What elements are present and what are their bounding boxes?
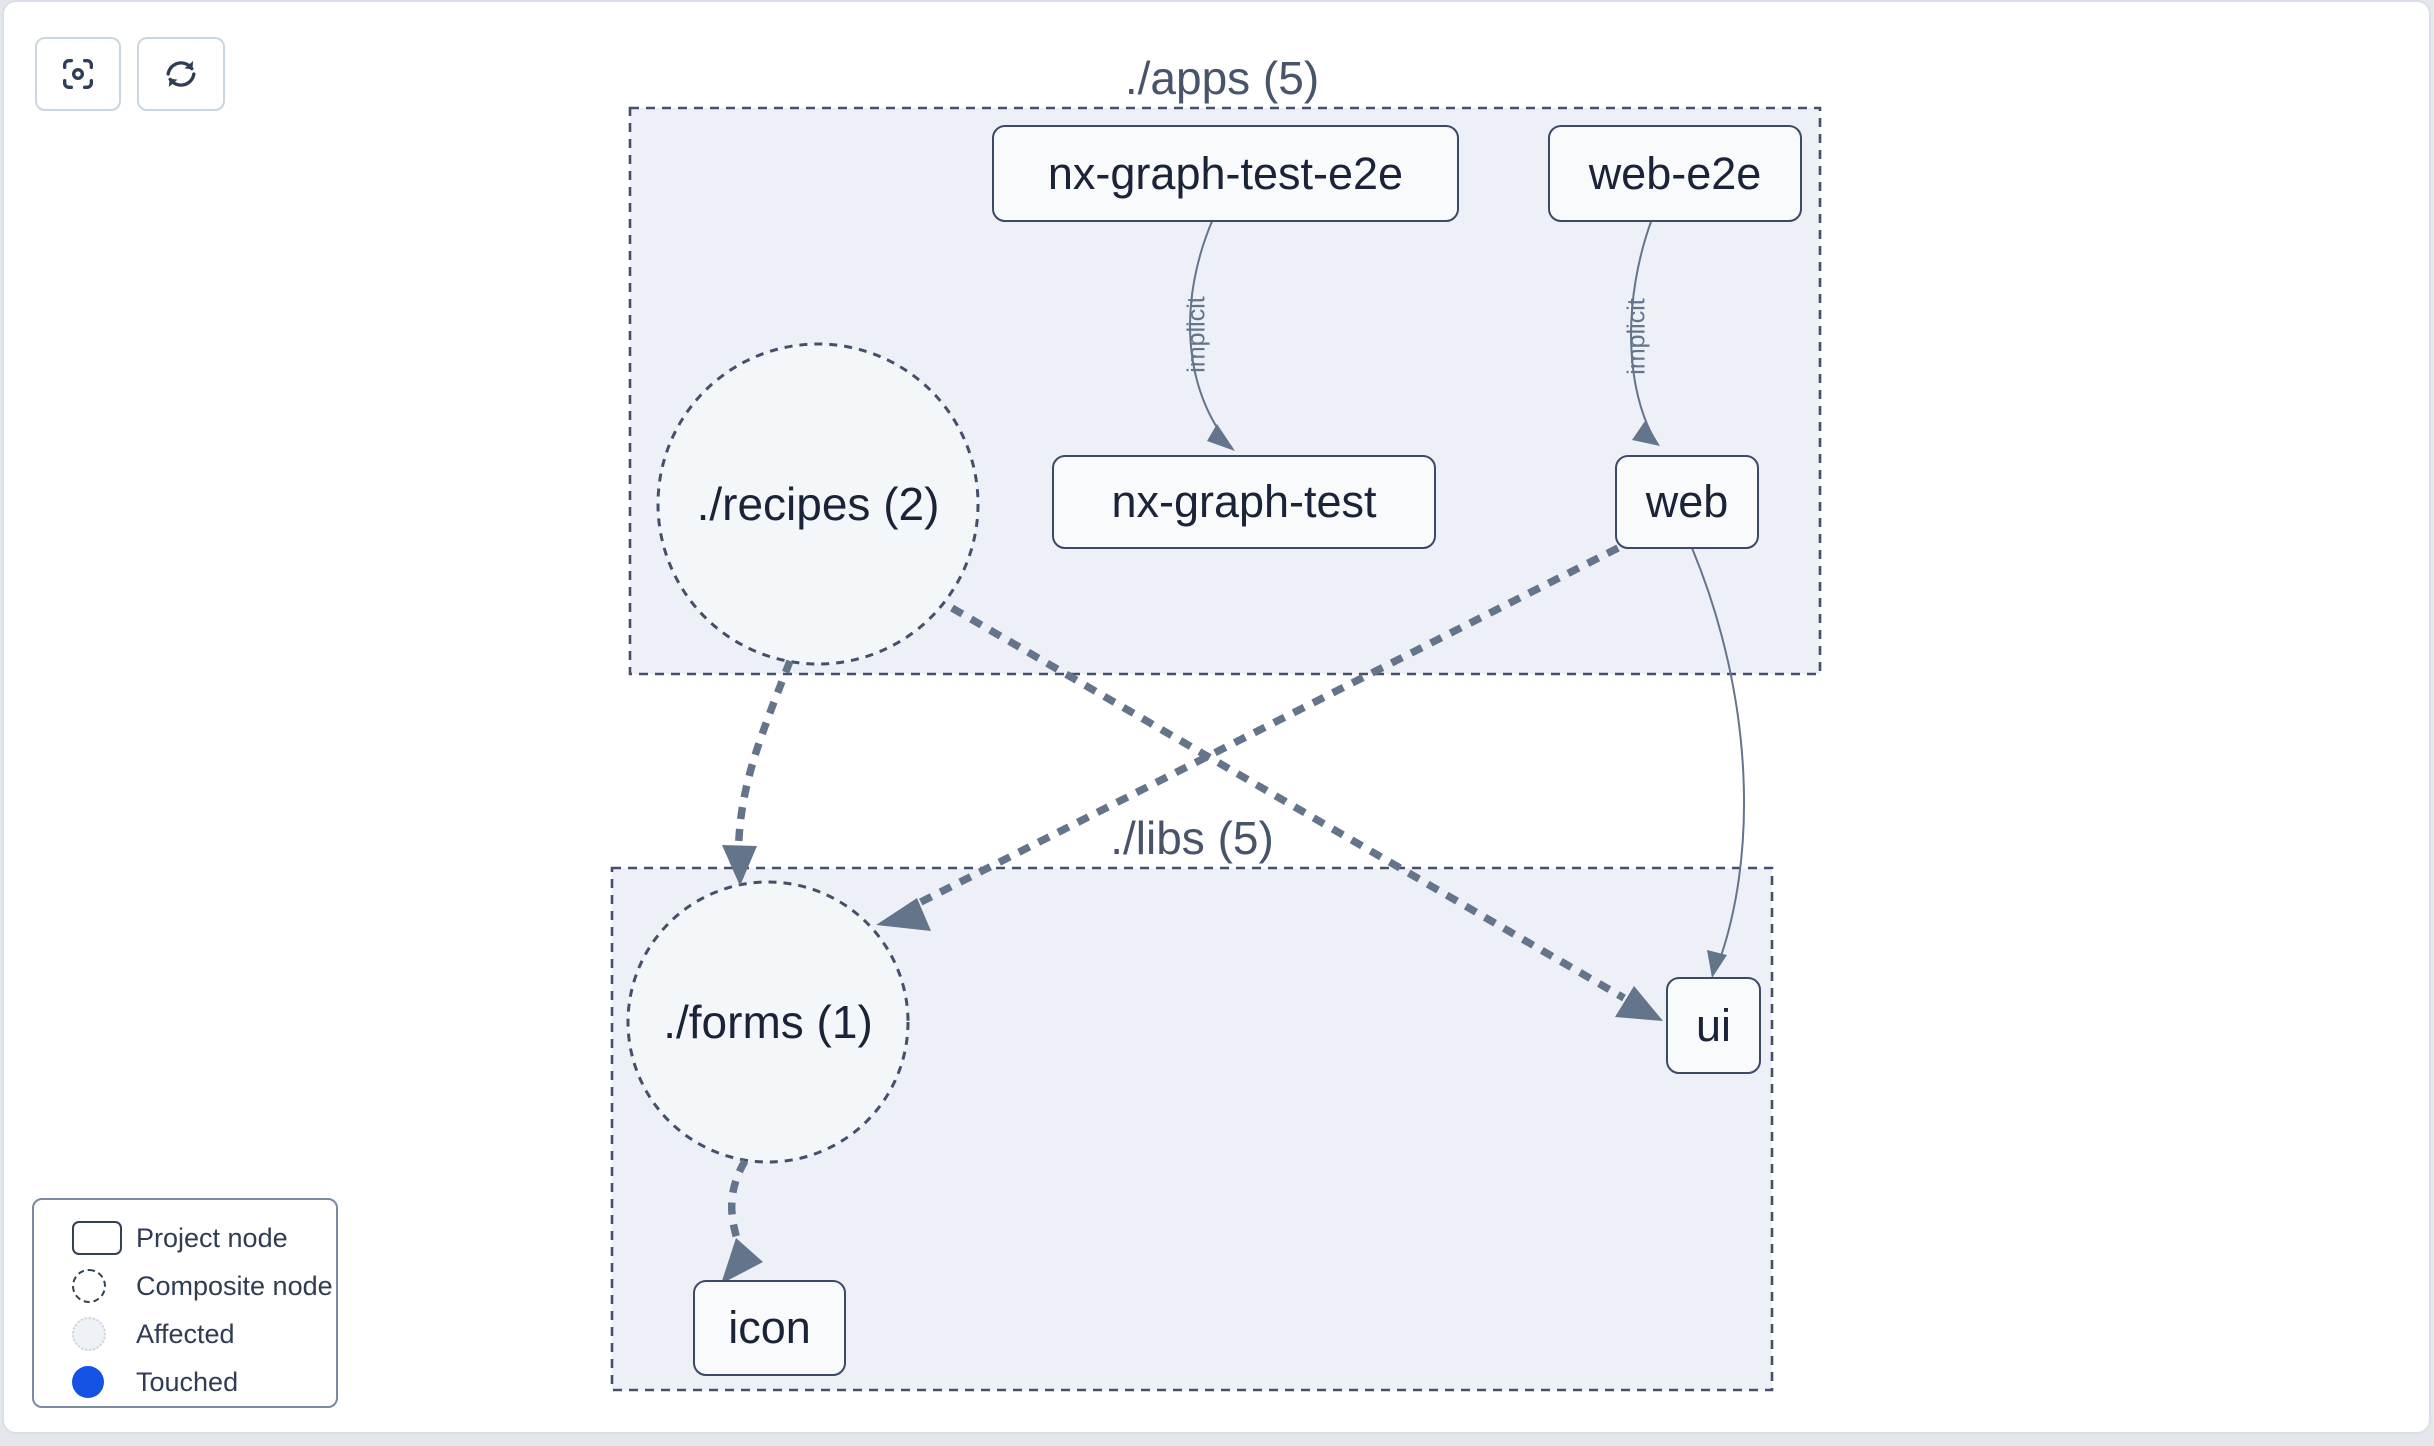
legend-label: Affected: [136, 1318, 235, 1349]
legend-label: Project node: [136, 1222, 288, 1253]
arrowhead: [1207, 424, 1235, 451]
legend-item-project-node: Project node: [72, 1214, 336, 1262]
forms-composite-circle[interactable]: [626, 880, 910, 1164]
node-nx-graph-test[interactable]: nx-graph-test: [1052, 455, 1436, 549]
touched-swatch: [72, 1366, 104, 1398]
focus-icon: [63, 59, 94, 90]
edge-label-implicit-2: implicit: [1622, 298, 1651, 375]
arrowhead: [1707, 950, 1727, 978]
node-recipes-label[interactable]: ./recipes (2): [696, 478, 940, 530]
apps-group-label[interactable]: ./apps (5): [1124, 52, 1320, 104]
edge-label-implicit-1: implicit: [1182, 296, 1211, 373]
toolbar: [35, 37, 225, 111]
legend: Project node Composite node Affected Tou…: [32, 1198, 338, 1408]
legend-label: Touched: [136, 1366, 239, 1397]
legend-item-composite-node: Composite node: [72, 1262, 336, 1310]
refresh-icon: [166, 61, 196, 87]
edge-web-e2e-to-web[interactable]: [1630, 218, 1657, 443]
composite-node-swatch: [72, 1269, 106, 1303]
legend-label: Composite node: [136, 1270, 333, 1301]
node-web[interactable]: web: [1615, 455, 1759, 549]
edge-recipes-to-forms[interactable]: [734, 659, 794, 875]
refresh-button[interactable]: [137, 37, 225, 111]
node-icon[interactable]: icon: [693, 1280, 846, 1376]
edge-recipes-to-ui[interactable]: [950, 604, 1626, 1002]
focus-graph-button[interactable]: [35, 37, 121, 111]
edge-nx-graph-test-e2e-to-nx-graph-test[interactable]: [1189, 218, 1233, 449]
arrowhead: [722, 845, 757, 886]
legend-item-affected: Affected: [72, 1310, 336, 1358]
edge-web-to-ui[interactable]: [1691, 547, 1745, 971]
arrowhead: [1632, 421, 1660, 446]
arrowhead: [876, 898, 931, 931]
legend-item-touched: Touched: [72, 1358, 336, 1406]
affected-swatch: [72, 1317, 106, 1351]
libs-group-label[interactable]: ./libs (5): [1110, 812, 1274, 864]
arrowhead: [1615, 986, 1663, 1021]
arrowhead: [721, 1238, 763, 1284]
node-web-e2e[interactable]: web-e2e: [1548, 125, 1802, 222]
project-node-swatch: [72, 1221, 122, 1255]
recipes-composite-circle[interactable]: [656, 342, 980, 666]
node-ui[interactable]: ui: [1666, 977, 1761, 1074]
node-forms-label[interactable]: ./forms (1): [663, 996, 873, 1048]
node-nx-graph-test-e2e[interactable]: nx-graph-test-e2e: [992, 125, 1459, 222]
